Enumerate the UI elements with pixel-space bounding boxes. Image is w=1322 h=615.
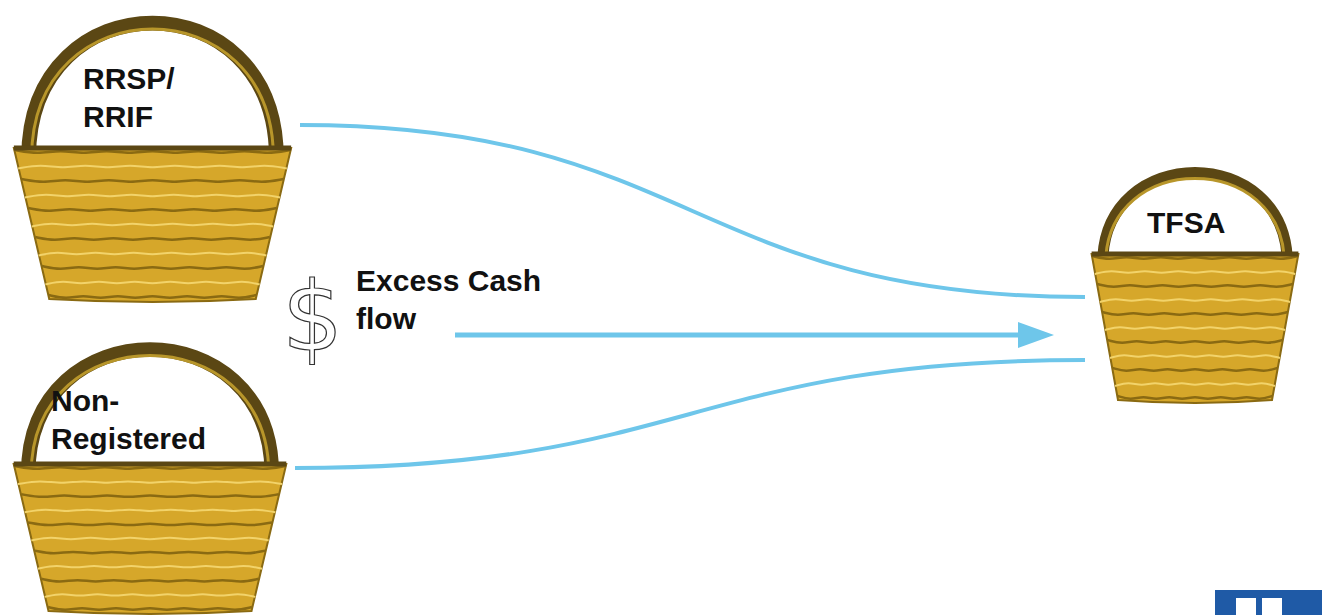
basket-weave [1100, 299, 1290, 302]
basket-weave [35, 551, 266, 554]
basket-weave [45, 594, 256, 597]
basket-weave [18, 166, 287, 169]
basket-label: RRSP/ RRIF [83, 60, 213, 136]
basket-drawing [5, 338, 295, 615]
basket-rim [14, 146, 291, 151]
flow-label: Excess Cash flow [356, 262, 581, 338]
basket-weave [49, 295, 256, 298]
basket-weave [21, 494, 278, 497]
basket-node: RRSP/ RRIF [5, 8, 300, 303]
basket-weave [48, 607, 252, 610]
logo-mark [1236, 598, 1256, 615]
basket-weave [25, 510, 276, 513]
dollar-symbol: $ [282, 262, 343, 372]
basket-handle [29, 23, 277, 158]
basket-weave [1097, 284, 1292, 287]
basket-weave [1115, 383, 1275, 386]
basket-weave [42, 266, 263, 269]
basket-weave [45, 282, 259, 285]
basket-weave [39, 253, 267, 256]
basket-weave [25, 195, 280, 198]
basket-weave [41, 579, 258, 582]
basket-handle-highlight [1106, 179, 1285, 265]
basket-weave [32, 224, 273, 227]
basket-weave [1113, 368, 1278, 371]
basket-drawing [5, 8, 300, 303]
basket-label: Non-Registered [51, 382, 251, 458]
basket-rim [1092, 252, 1299, 257]
cash-flow-arrow-shaft [455, 333, 1022, 338]
basket-weave [1118, 396, 1273, 399]
basket-body [14, 148, 291, 302]
basket-node: Non-Registered [5, 338, 295, 615]
basket-weave [18, 481, 282, 484]
cash-flow-arrow-head [1018, 322, 1054, 348]
basket-weave [1105, 327, 1285, 330]
basket-handle [28, 350, 272, 475]
basket-weave [1095, 271, 1295, 274]
basket-weave [35, 237, 270, 240]
basket-weave [1102, 312, 1287, 315]
basket-weave [28, 208, 276, 211]
basket-weave [1110, 355, 1280, 358]
basket-rim [14, 462, 287, 467]
basket-handle-highlight [32, 29, 274, 158]
basket-handle [1103, 173, 1288, 265]
basket-weave [22, 179, 284, 182]
basket-weave [28, 522, 272, 525]
basket-body [1092, 254, 1299, 403]
logo-mark [1262, 598, 1282, 615]
basket-handle-highlight [31, 356, 269, 475]
logo-block [1215, 590, 1322, 615]
flow-connector [295, 360, 1085, 468]
basket-node: TFSA [1085, 172, 1305, 404]
basket-weave [1108, 340, 1283, 343]
basket-label: TFSA [1147, 204, 1257, 242]
basket-weave [38, 566, 262, 569]
basket-body [14, 464, 287, 614]
basket-weave [31, 538, 268, 541]
